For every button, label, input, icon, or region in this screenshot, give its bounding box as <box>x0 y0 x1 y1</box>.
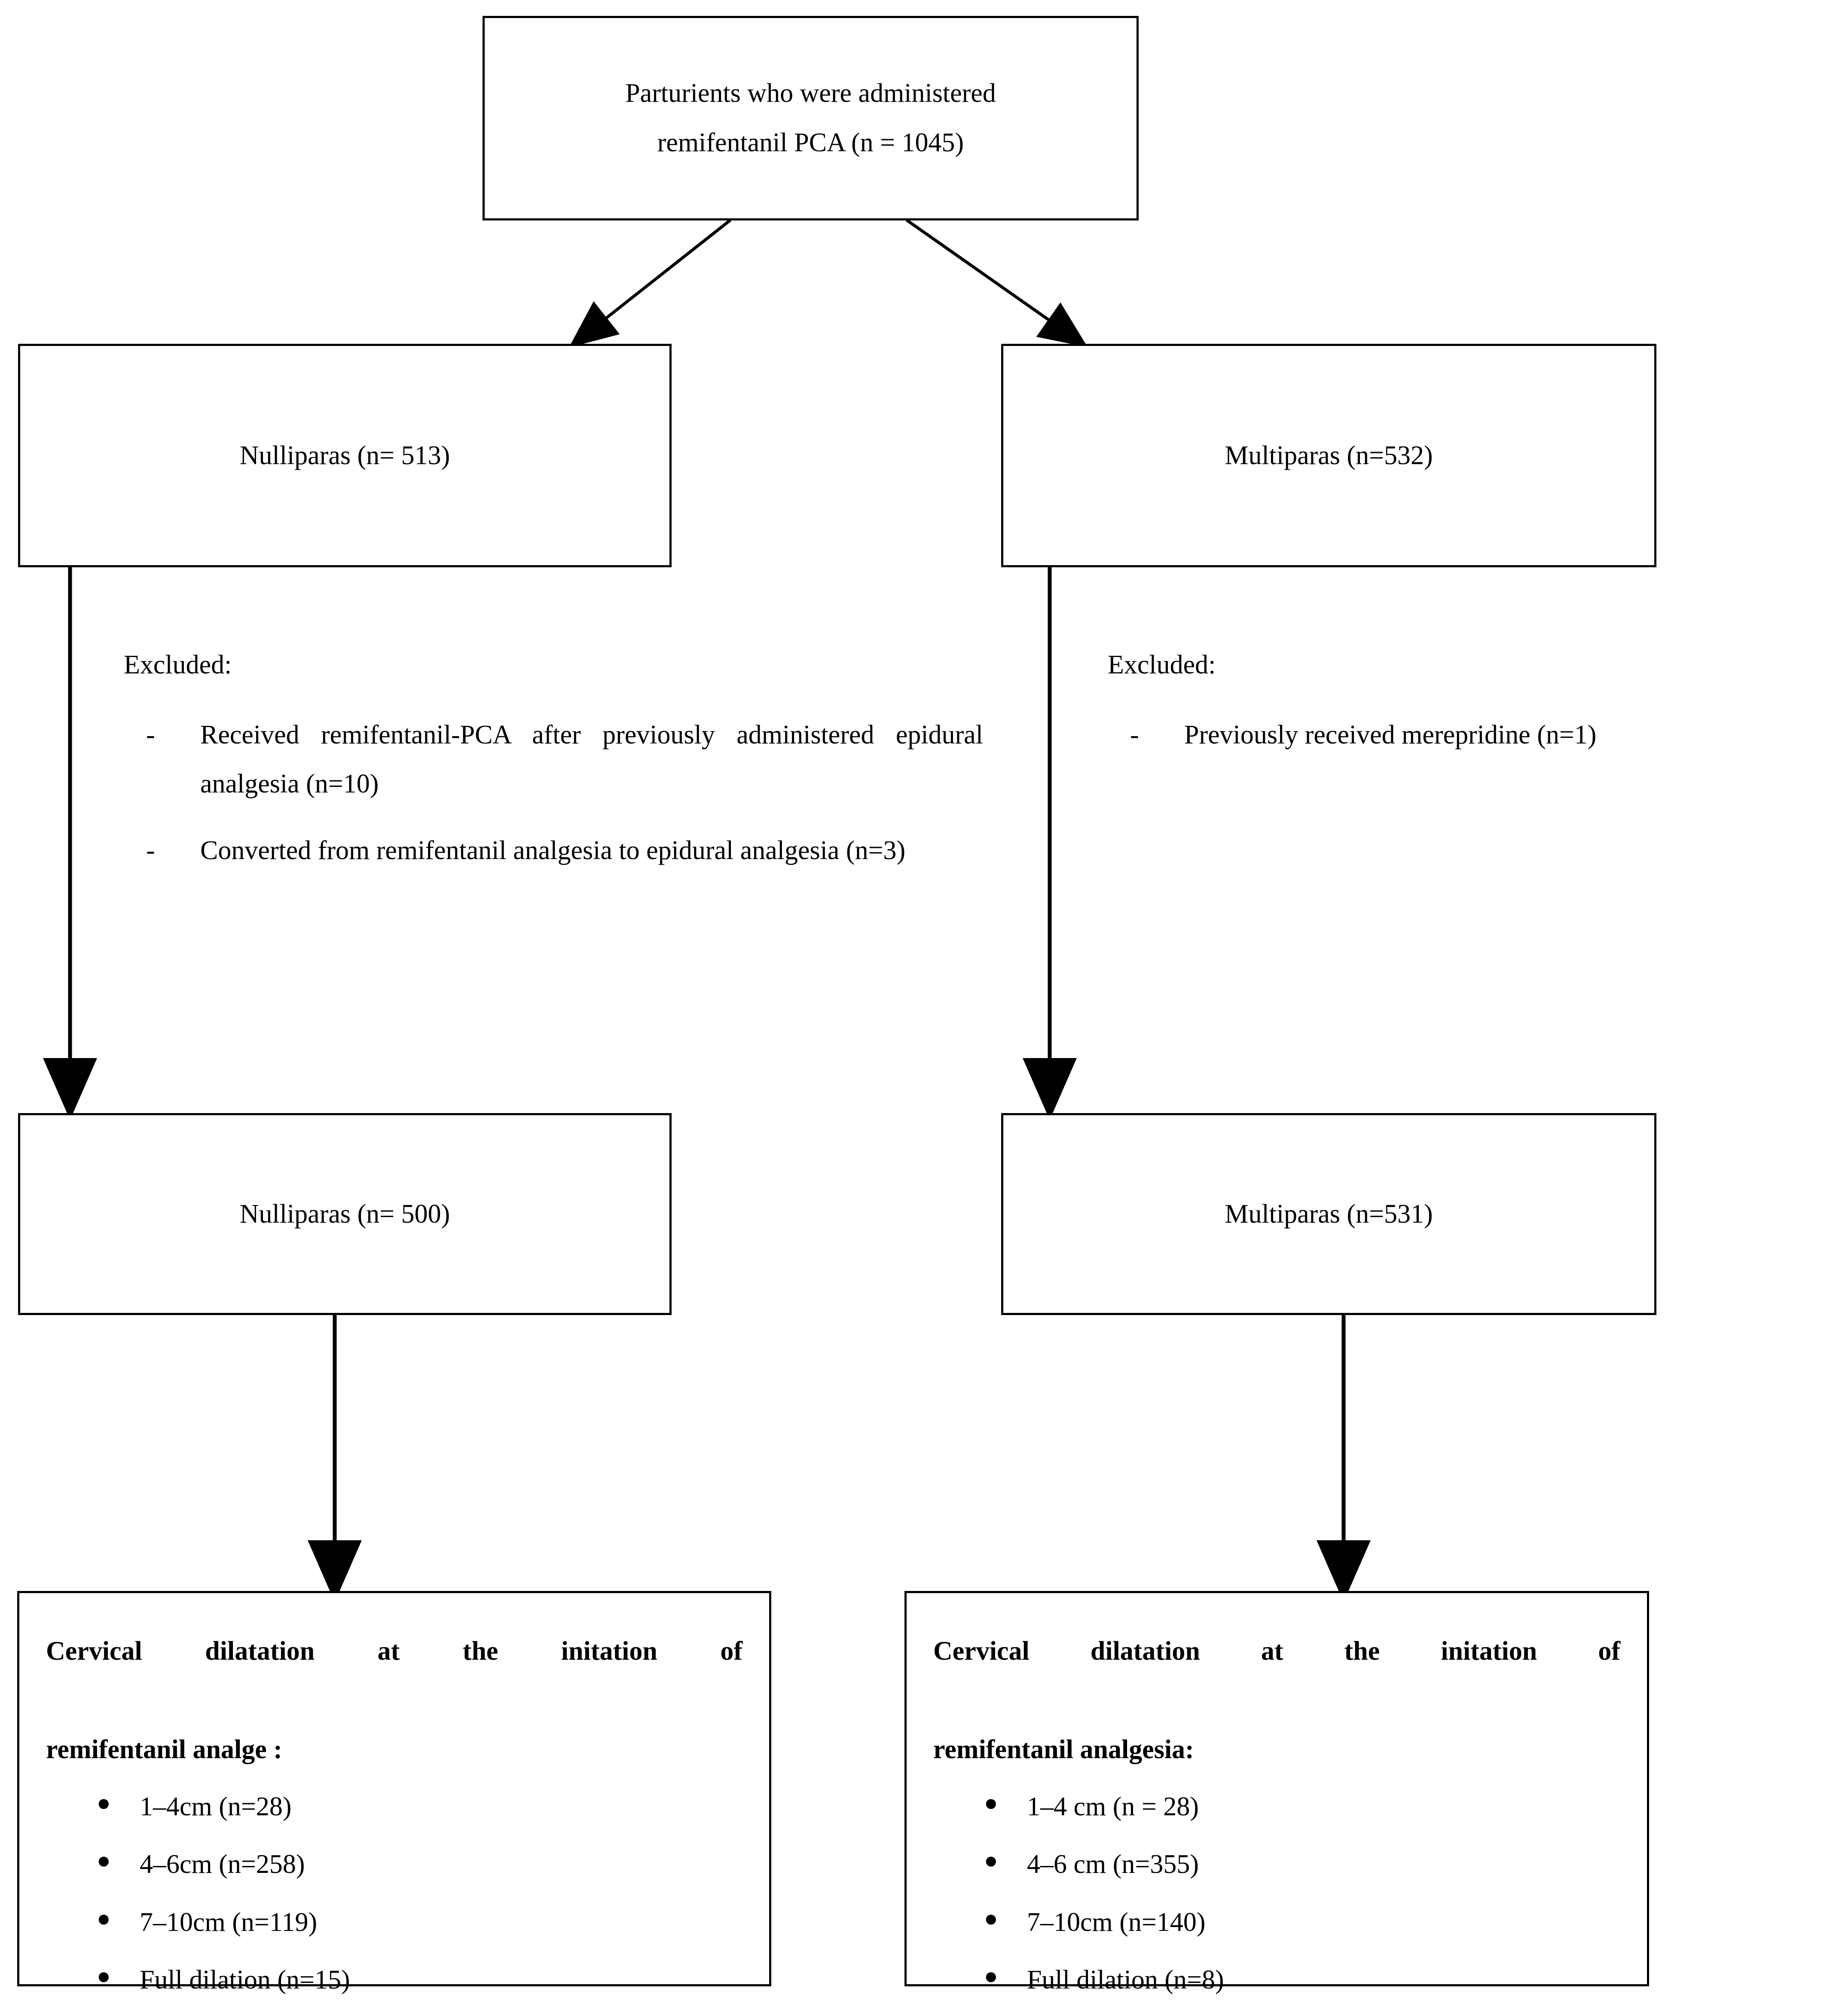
node-top-cohort-line1: Parturients who were administered <box>625 79 996 108</box>
outcome-item: ● 7–10cm (n=119) <box>46 1906 742 1938</box>
disc-bullet-icon: ● <box>984 1790 998 1816</box>
disc-bullet-icon: ● <box>984 1848 998 1874</box>
disc-bullet-icon: ● <box>97 1905 111 1931</box>
node-outcomes-right: Cervical dilatation at the initation of … <box>904 1591 1649 1995</box>
exclusion-item-text: Received remifentanil-PCA after previous… <box>200 720 983 799</box>
outcome-item-text: Full dilation (n=15) <box>140 1965 350 1995</box>
exclusion-item: - Received remifentanil-PCA after previo… <box>124 710 983 809</box>
outcome-item-text: 7–10cm (n=140) <box>1027 1907 1206 1937</box>
outcome-item: ● 7–10cm (n=140) <box>933 1906 1620 1938</box>
node-multiparas-final-label: Multiparas (n=531) <box>1225 1199 1433 1229</box>
outcomes-right-heading-line2: remifentanil analgesia: <box>933 1735 1194 1765</box>
node-nulliparas-initial-label: Nulliparas (n= 513) <box>239 441 450 470</box>
outcome-item: ● 4–6 cm (n=355) <box>933 1848 1620 1880</box>
outcomes-left-heading-line1: Cervical dilatation at the initation of <box>46 1637 742 1666</box>
exclusions-right: Excluded: - Previously received mereprid… <box>1108 640 1821 759</box>
dash-bullet: - <box>146 836 155 866</box>
outcome-item-text: Full dilation (n=8) <box>1027 1965 1224 1995</box>
node-top-cohort-line2: remifentanil PCA (n = 1045) <box>657 128 964 157</box>
outcomes-left-heading-line2: remifentanil analge : <box>46 1735 282 1765</box>
outcome-item: ● Full dilation (n=8) <box>933 1963 1620 1996</box>
node-multiparas-final: Multiparas (n=531) <box>1001 1113 1656 1315</box>
outcome-item: ● 1–4cm (n=28) <box>46 1790 742 1823</box>
disc-bullet-icon: ● <box>97 1963 111 1989</box>
node-outcomes-left: Cervical dilatation at the initation of … <box>17 1591 771 1995</box>
exclusions-left: Excluded: - Received remifentanil-PCA af… <box>124 640 983 875</box>
outcome-item: ● Full dilation (n=15) <box>46 1963 742 1996</box>
exclusions-right-list: - Previously received merepridine (n=1) <box>1108 710 1821 760</box>
outcomes-right-heading: Cervical dilatation at the initation of … <box>933 1627 1620 1774</box>
outcomes-right-heading-line1: Cervical dilatation at the initation of <box>933 1637 1620 1666</box>
node-nulliparas-final: Nulliparas (n= 500) <box>18 1113 672 1315</box>
outcomes-right-list: ● 1–4 cm (n = 28) ● 4–6 cm (n=355) ● 7–1… <box>933 1790 1620 1996</box>
dash-bullet: - <box>146 720 155 749</box>
node-top-cohort: Parturients who were administered remife… <box>483 16 1139 220</box>
outcome-item: ● 4–6cm (n=258) <box>46 1848 742 1880</box>
disc-bullet-icon: ● <box>984 1963 998 1989</box>
outcome-item-text: 4–6cm (n=258) <box>140 1850 305 1879</box>
node-nulliparas-initial: Nulliparas (n= 513) <box>18 344 672 567</box>
outcome-item-text: 4–6 cm (n=355) <box>1027 1850 1199 1879</box>
exclusion-item-text: Previously received merepridine (n=1) <box>1184 720 1597 749</box>
disc-bullet-icon: ● <box>97 1848 111 1874</box>
node-multiparas-initial: Multiparas (n=532) <box>1001 344 1656 567</box>
exclusion-item-text: Converted from remifentanil analgesia to… <box>200 836 906 866</box>
exclusion-item: - Previously received merepridine (n=1) <box>1108 710 1821 760</box>
outcome-item: ● 1–4 cm (n = 28) <box>933 1790 1620 1823</box>
outcome-item-text: 1–4 cm (n = 28) <box>1027 1792 1199 1822</box>
dash-bullet: - <box>1130 720 1139 749</box>
exclusions-right-title: Excluded: <box>1108 650 1216 679</box>
edge-top-to-nulliparas <box>569 219 732 348</box>
disc-bullet-icon: ● <box>984 1905 998 1931</box>
exclusion-item: - Converted from remifentanil analgesia … <box>124 826 983 875</box>
outcomes-left-list: ● 1–4cm (n=28) ● 4–6cm (n=258) ● 7–10cm … <box>46 1790 742 1996</box>
outcomes-left-heading: Cervical dilatation at the initation of … <box>46 1627 742 1774</box>
node-top-cohort-label: Parturients who were administered remife… <box>625 69 996 167</box>
outcome-item-text: 1–4cm (n=28) <box>140 1792 292 1822</box>
exclusions-left-title: Excluded: <box>124 650 232 679</box>
exclusions-left-list: - Received remifentanil-PCA after previo… <box>124 710 983 875</box>
disc-bullet-icon: ● <box>97 1790 111 1816</box>
edge-top-to-multiparas <box>905 219 1088 348</box>
node-multiparas-initial-label: Multiparas (n=532) <box>1225 441 1433 470</box>
node-nulliparas-final-label: Nulliparas (n= 500) <box>239 1199 450 1229</box>
outcome-item-text: 7–10cm (n=119) <box>140 1907 318 1937</box>
